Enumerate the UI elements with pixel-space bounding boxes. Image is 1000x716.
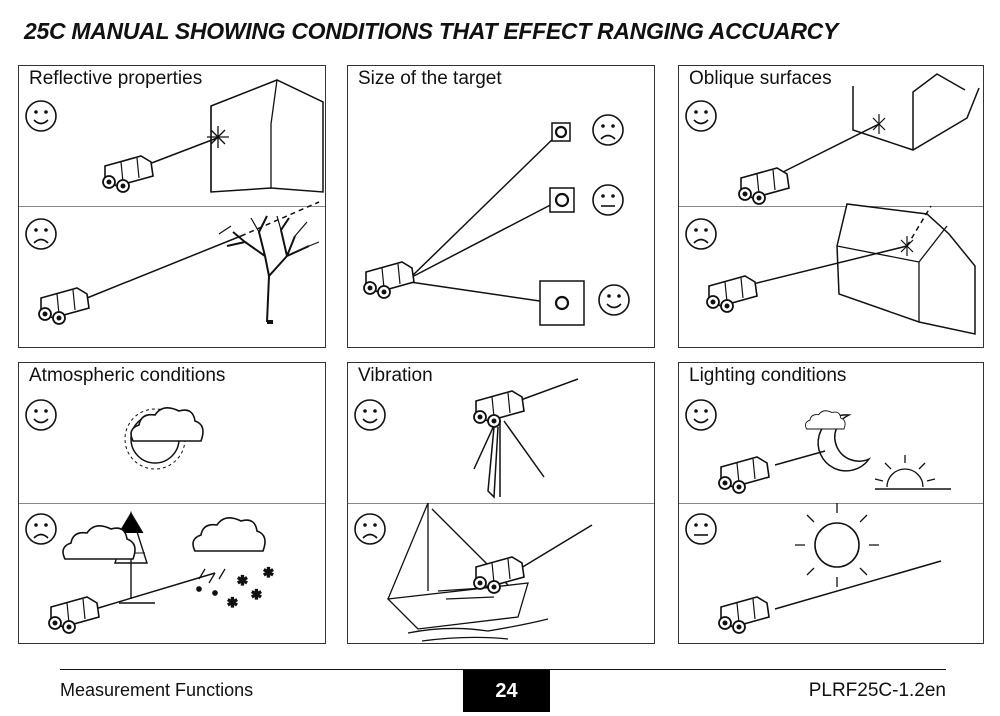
panel-label: Lighting conditions (689, 365, 847, 386)
panel-divider (19, 503, 325, 504)
panel-divider (679, 503, 983, 504)
smiley-happy-icon (26, 400, 56, 430)
binoculars-icon (718, 596, 770, 634)
target-size-illustration (363, 66, 656, 326)
smiley-neutral-icon (593, 185, 623, 215)
panel-vibration: Vibration (347, 362, 655, 644)
house-icon (836, 203, 976, 335)
reflection-burst-icon (900, 236, 914, 256)
footer-rule (60, 669, 946, 670)
page-number: 24 (463, 670, 550, 712)
smiley-happy-icon (26, 101, 56, 131)
binoculars-icon (706, 275, 758, 313)
lighting-illustration (679, 363, 951, 634)
sailboat-icon (386, 502, 549, 642)
cloud-icon (130, 406, 204, 442)
sunset-icon (874, 455, 951, 490)
binoculars-icon (473, 390, 525, 428)
oblique-illustration (679, 73, 980, 335)
smiley-happy-icon (355, 400, 385, 430)
panel-lighting-conditions: Lighting conditions (678, 362, 984, 644)
binoculars-icon (363, 261, 415, 299)
panel-label: Size of the target (358, 68, 502, 89)
binoculars-icon (38, 287, 90, 325)
cloud-icon (62, 524, 136, 560)
vibration-illustration (348, 378, 593, 642)
cloud-icon (805, 410, 846, 430)
medium-target-icon (549, 187, 575, 213)
svg-text:✱: ✱ (251, 588, 262, 603)
tripod-icon (473, 420, 545, 499)
svg-text:✱: ✱ (237, 574, 248, 589)
panel-size-of-target: Size of the target (347, 65, 655, 348)
smiley-sad-icon (593, 115, 623, 145)
panel-label: Atmospheric conditions (29, 365, 226, 386)
house-icon (210, 79, 324, 193)
svg-text:✱: ✱ (227, 596, 238, 611)
cloud-icon (192, 516, 266, 552)
footer-section-name: Measurement Functions (60, 680, 254, 700)
smiley-happy-icon (686, 101, 716, 131)
panel-atmospheric-conditions: Atmospheric conditions ✱ ✱ ✱ ✱ (18, 362, 326, 644)
atmospheric-illustration: ✱ ✱ ✱ ✱ (19, 363, 275, 634)
large-target-icon (539, 280, 585, 326)
svg-text:✱: ✱ (263, 566, 274, 581)
smiley-sad-icon (26, 219, 56, 249)
page-title: 25C MANUAL SHOWING CONDITIONS THAT EFFEC… (24, 18, 839, 44)
panel-divider (679, 206, 983, 207)
smiley-neutral-icon (686, 514, 716, 544)
panel-reflective-properties: Reflective properties (18, 65, 326, 348)
smiley-sad-icon (686, 219, 716, 249)
reflective-illustration (19, 79, 324, 325)
smiley-happy-icon (599, 285, 629, 315)
binoculars-icon (718, 456, 770, 494)
panel-label: Reflective properties (29, 68, 203, 89)
house-icon (852, 73, 980, 151)
panel-label: Oblique surfaces (689, 68, 832, 89)
footer-doc-code: PLRF25C-1.2en (808, 680, 946, 701)
panel-divider (19, 206, 325, 207)
smiley-sad-icon (355, 514, 385, 544)
binoculars-icon (738, 167, 790, 205)
binoculars-icon (102, 155, 154, 193)
panel-oblique-surfaces: Oblique surfaces (678, 65, 984, 348)
smiley-sad-icon (26, 514, 56, 544)
smiley-happy-icon (686, 400, 716, 430)
binoculars-icon (48, 596, 100, 634)
precipitation-icon: ✱ ✱ ✱ ✱ (196, 565, 275, 612)
panel-label: Vibration (358, 365, 433, 386)
reflection-burst-icon (207, 126, 229, 148)
sun-icon (795, 503, 879, 587)
tree-icon (218, 215, 320, 324)
reflection-burst-icon (872, 114, 886, 134)
panel-divider (348, 503, 654, 504)
small-target-icon (551, 122, 571, 142)
